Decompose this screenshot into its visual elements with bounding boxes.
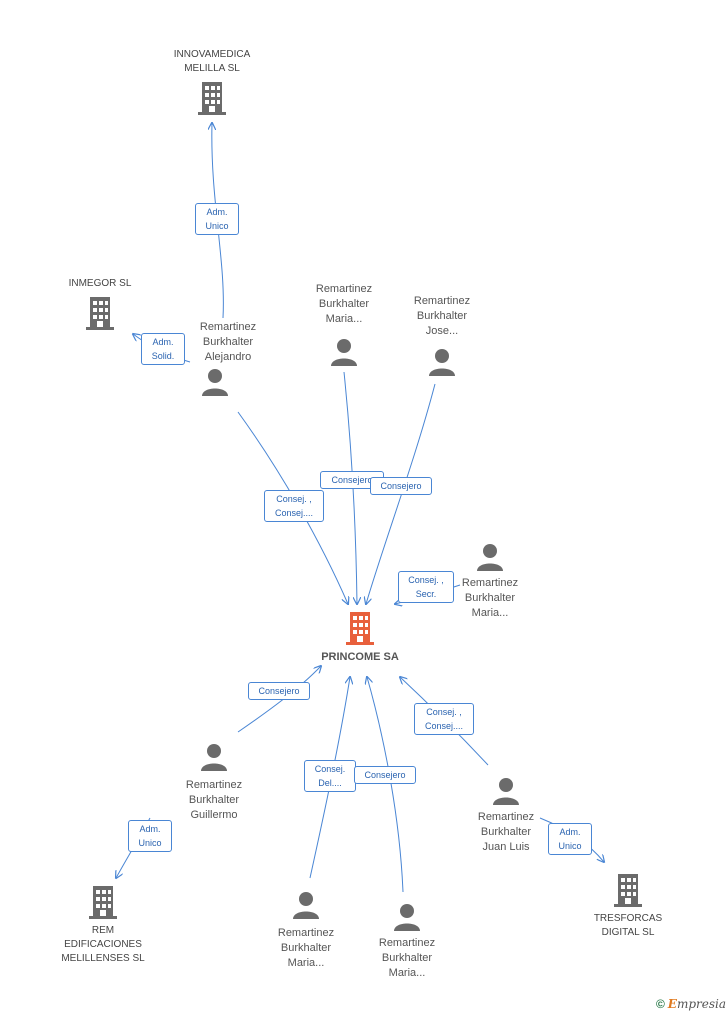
node-guillermo[interactable]: Remartinez Burkhalter Guillermo (166, 742, 262, 823)
building-icon (346, 612, 374, 645)
node-maria-br[interactable]: Remartinez Burkhalter Maria... (359, 902, 455, 981)
edge-mariabr-princome (367, 677, 404, 893)
person-icon (293, 892, 319, 919)
node-alejandro[interactable]: Remartinez Burkhalter Alejandro (180, 320, 276, 397)
person-icon (201, 744, 227, 771)
building-icon (86, 297, 114, 330)
person-icon (331, 339, 357, 366)
edge-label-consej-consej[interactable]: Consej. , Consej.... (264, 490, 324, 522)
edge-label-adm-unico[interactable]: Adm. Unico (548, 823, 592, 855)
edge-label-consejero[interactable]: Consejero (248, 682, 310, 700)
edge-label-adm-unico[interactable]: Adm. Unico (128, 820, 172, 852)
node-label: INMEGOR SL (68, 278, 132, 289)
node-maria-right[interactable]: Remartinez Burkhalter Maria... (442, 542, 538, 621)
brand-name: mpresia (676, 997, 726, 1011)
node-label: PRINCOME SA (321, 651, 399, 663)
edge-jose-princome (366, 383, 436, 604)
node-rem[interactable]: REM EDIFICACIONES MELILLENSES SL (48, 884, 158, 966)
node-label: REM EDIFICACIONES MELILLENSES SL (61, 925, 145, 964)
node-label: Remartinez Burkhalter Alejandro (199, 321, 257, 363)
edge-label-consej-secr[interactable]: Consej. , Secr. (398, 571, 454, 603)
building-icon (614, 874, 642, 907)
building-icon (89, 886, 117, 919)
edge-label-adm-solid[interactable]: Adm. Solid. (141, 333, 185, 365)
node-label: INNOVAMEDICA MELILLA SL (173, 49, 251, 74)
person-icon (429, 349, 455, 376)
node-princome[interactable]: PRINCOME SA (300, 610, 420, 665)
edge-label-consej-consej[interactable]: Consej. , Consej.... (414, 703, 474, 735)
person-icon (202, 369, 228, 396)
node-label: Remartinez Burkhalter Jose... (413, 295, 471, 337)
node-label: Remartinez Burkhalter Maria... (461, 577, 519, 619)
edge-label-adm-unico[interactable]: Adm. Unico (195, 203, 239, 235)
edge-label-consejero[interactable]: Consejero (354, 766, 416, 784)
node-label: Remartinez Burkhalter Guillermo (185, 779, 243, 821)
node-maria-top[interactable]: Remartinez Burkhalter Maria... (296, 282, 392, 367)
brand-initial: E (667, 997, 677, 1011)
building-icon (198, 82, 226, 115)
node-label: Remartinez Burkhalter Maria... (378, 937, 436, 979)
node-tresforcas[interactable]: TRESFORCAS DIGITAL SL (576, 872, 680, 940)
node-juanluis[interactable]: Remartinez Burkhalter Juan Luis (458, 776, 554, 855)
person-icon (477, 544, 503, 571)
edge-label-consej-del[interactable]: Consej. Del.... (304, 760, 356, 792)
person-icon (394, 904, 420, 931)
node-innovamedica[interactable]: INNOVAMEDICA MELILLA SL (158, 48, 266, 116)
copyright-icon: © (655, 997, 665, 1011)
node-maria-bl[interactable]: Remartinez Burkhalter Maria... (258, 890, 354, 971)
node-label: Remartinez Burkhalter Juan Luis (477, 811, 535, 853)
node-label: Remartinez Burkhalter Maria... (277, 927, 335, 969)
node-label: TRESFORCAS DIGITAL SL (593, 913, 663, 938)
node-jose[interactable]: Remartinez Burkhalter Jose... (394, 294, 490, 377)
edge-label-consejero[interactable]: Consejero (370, 477, 432, 495)
node-label: Remartinez Burkhalter Maria... (315, 283, 373, 325)
node-inmegor[interactable]: INMEGOR SL (50, 277, 150, 331)
footer-brand: ©Empresia (656, 997, 726, 1011)
edge-mariatop-princome (343, 371, 357, 604)
person-icon (493, 778, 519, 805)
